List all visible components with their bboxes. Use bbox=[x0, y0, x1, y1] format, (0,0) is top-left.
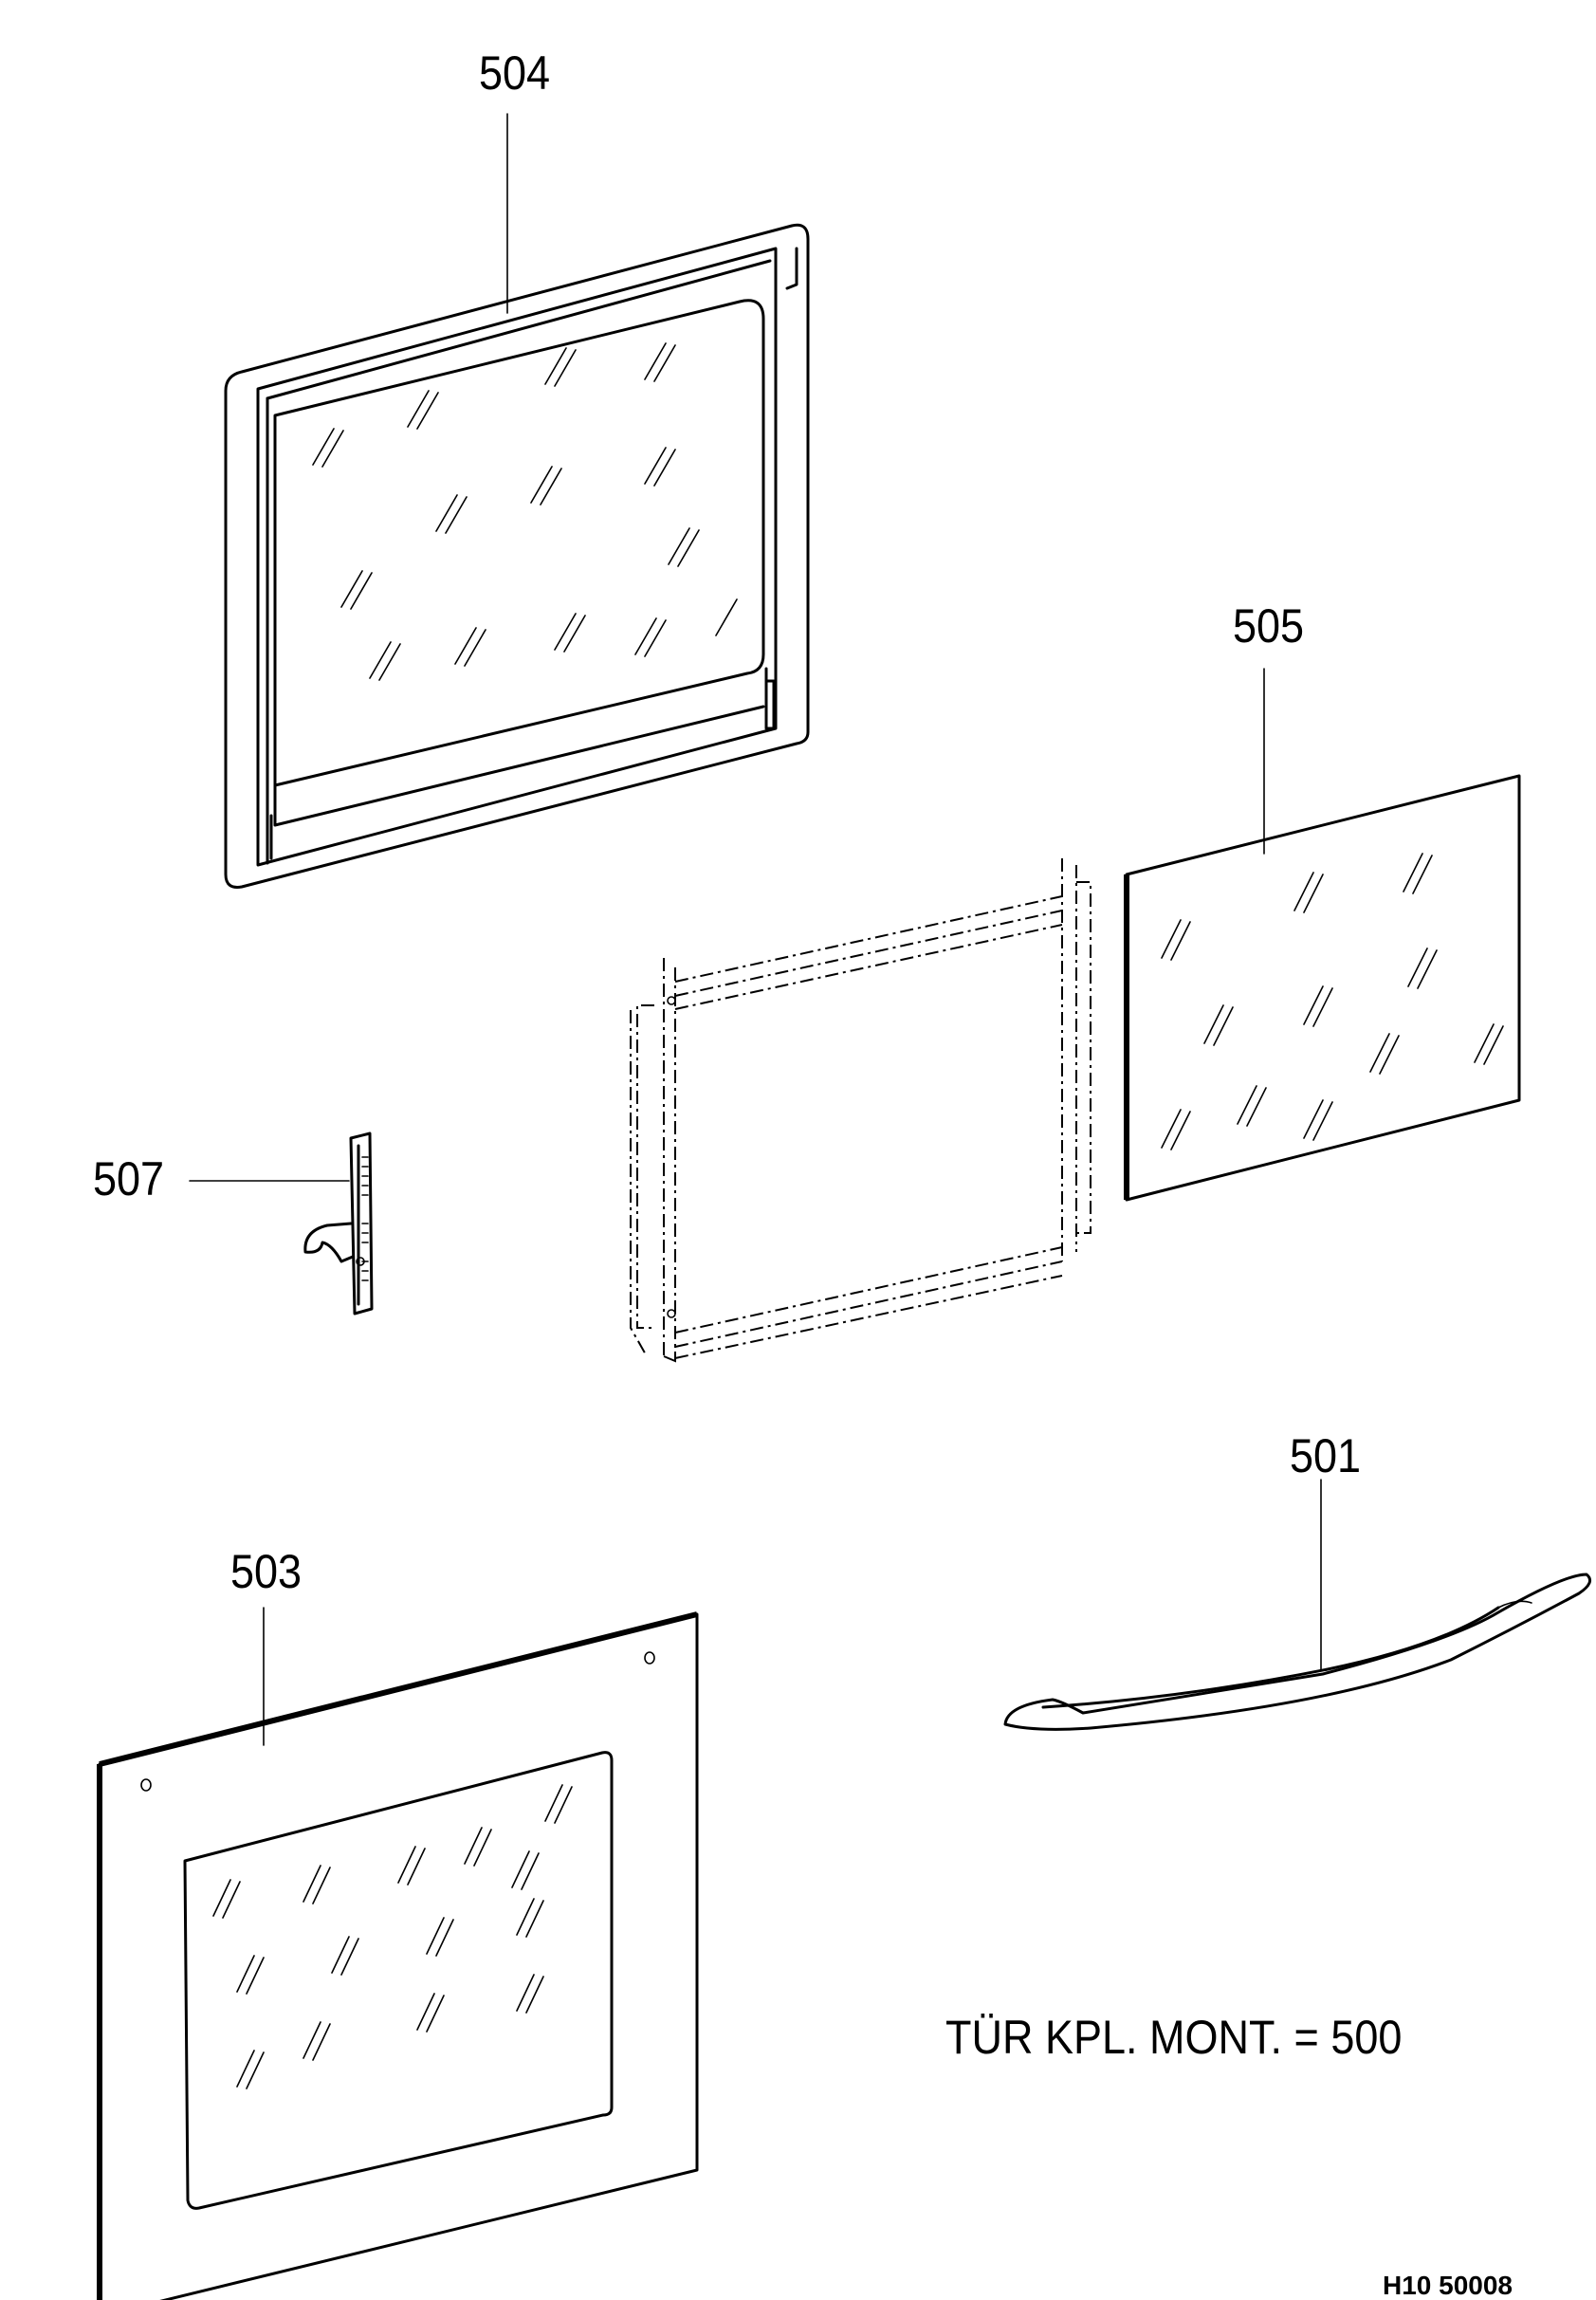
part-505-glass-panel bbox=[1124, 774, 1521, 1202]
callout-501: 501 bbox=[1290, 1429, 1362, 1482]
part-504-inner-door-frame bbox=[224, 223, 810, 889]
callout-503: 503 bbox=[230, 1545, 303, 1598]
assembly-note: TÜR KPL. MONT. = 500 bbox=[945, 2011, 1403, 2064]
callout-505: 505 bbox=[1233, 599, 1305, 653]
part-501-handle bbox=[1003, 1573, 1592, 1731]
part-503-outer-door-panel bbox=[97, 1611, 699, 2300]
glass-hatch-503 bbox=[212, 1784, 573, 2089]
drawing-code: H10 50008 bbox=[1383, 2271, 1513, 2300]
glass-hatch-504 bbox=[312, 342, 738, 681]
callout-504: 504 bbox=[479, 46, 551, 100]
glass-hatch-505 bbox=[1161, 853, 1504, 1150]
part-507-hinge bbox=[303, 1132, 374, 1316]
spacer-frame bbox=[630, 858, 1092, 1363]
callout-507: 507 bbox=[93, 1152, 165, 1205]
